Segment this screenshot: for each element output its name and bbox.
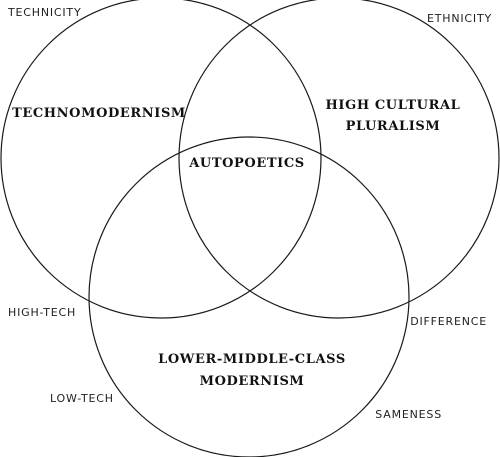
region-autopoetics: AUTOPOETICS xyxy=(188,156,305,171)
label-high-tech: HIGH-TECH xyxy=(8,306,76,319)
region-lower-middle-class-modernism-line1: LOWER-MIDDLE-CLASS xyxy=(158,352,346,367)
circle-ethnicity xyxy=(178,0,500,319)
region-lower-middle-class-modernism-line2: MODERNISM xyxy=(200,374,305,389)
region-high-cultural-pluralism-line2: PLURALISM xyxy=(346,119,441,134)
label-sameness: SAMENESS xyxy=(375,408,442,421)
region-high-cultural-pluralism-line1: HIGH CULTURAL xyxy=(326,98,461,113)
region-technomodernism: TECHNOMODERNISM xyxy=(12,106,186,121)
label-low-tech: LOW-TECH xyxy=(50,392,114,405)
circle-lower-tech xyxy=(88,136,410,457)
label-technicity: TECHNICITY xyxy=(7,6,81,19)
label-difference: DIFFERENCE xyxy=(410,315,487,328)
circle-technicity xyxy=(0,0,322,319)
label-ethnicity: ETHNICITY xyxy=(427,12,492,25)
